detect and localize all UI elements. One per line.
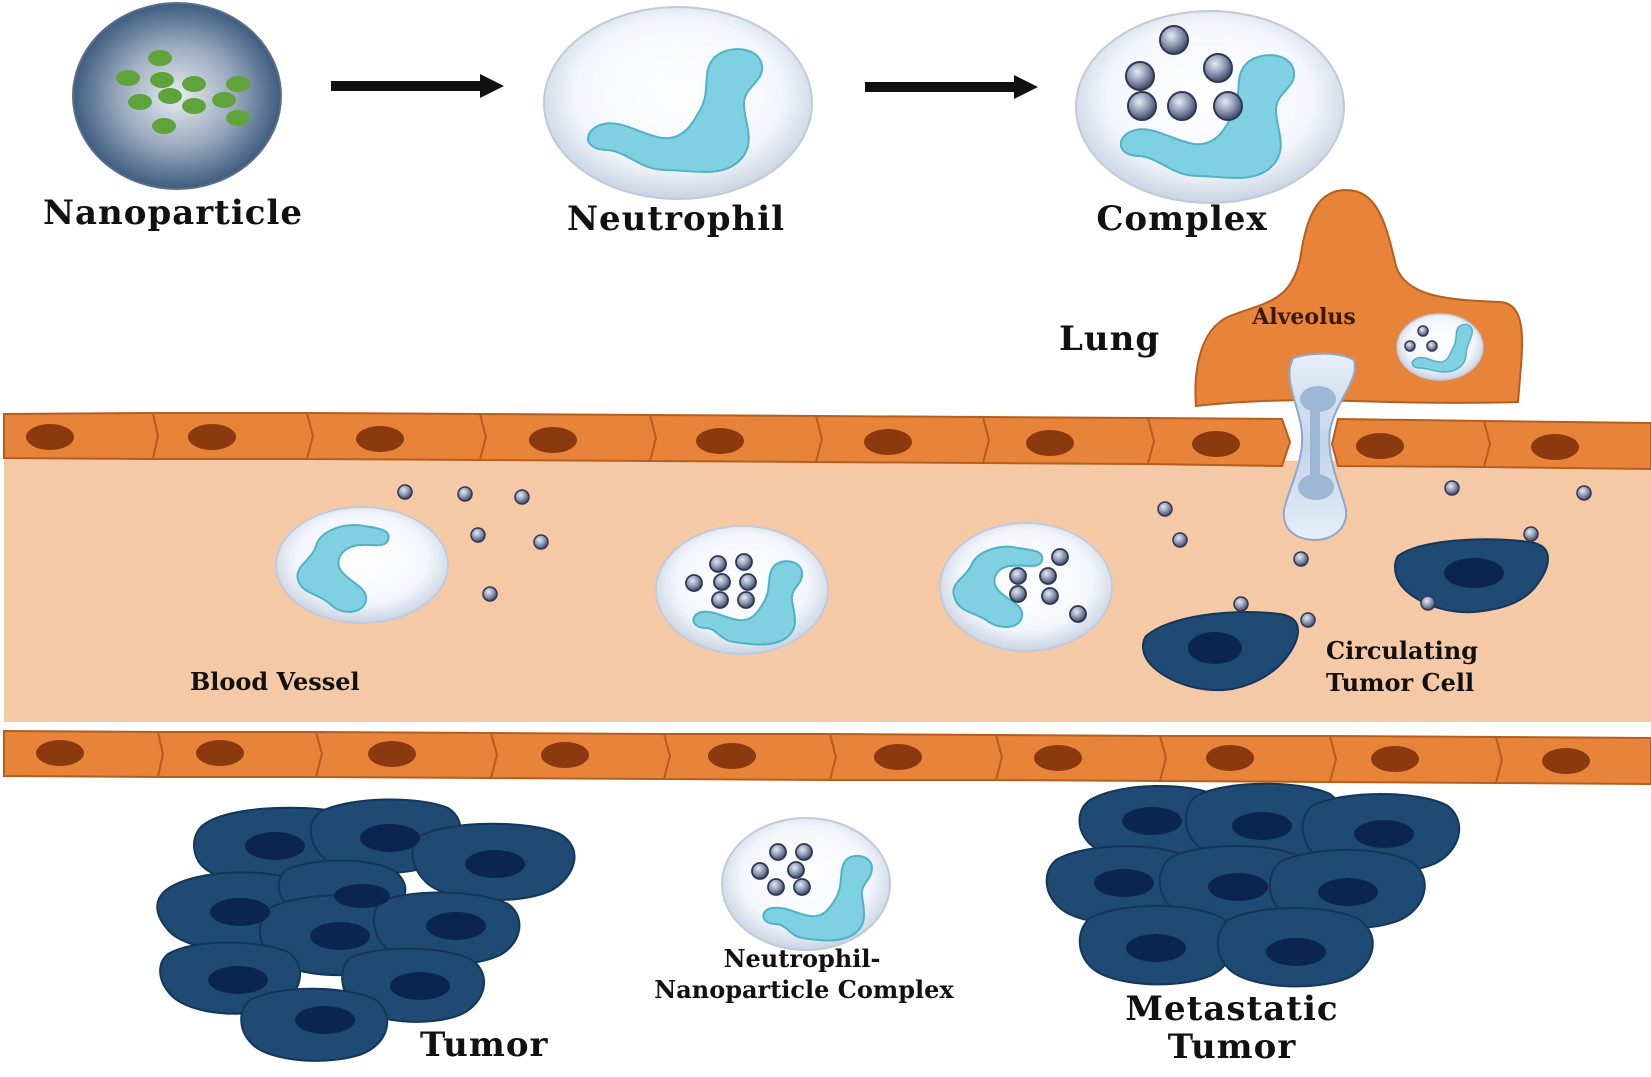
circulating-tumor-cell-1 — [1142, 596, 1316, 692]
label-circulating-line2: Tumor Cell — [1326, 668, 1475, 697]
label-metastatic-line2: Tumor — [1167, 1027, 1297, 1067]
neutrophil-cell — [543, 6, 813, 200]
label-alveolus: Alveolus — [1252, 304, 1356, 330]
complex-cell — [1075, 10, 1345, 204]
label-neutrophil: Neutrophil — [566, 199, 786, 239]
label-complex: Complex — [1096, 199, 1268, 239]
label-lung: Lung — [1059, 319, 1161, 359]
alveolus — [1194, 188, 1524, 408]
lumen-neutrophil — [275, 506, 449, 624]
label-nanoparticle: Nanoparticle — [42, 193, 304, 233]
arrow-1 — [331, 74, 504, 98]
tumor-nuclei — [208, 824, 525, 1034]
arrow-2 — [865, 75, 1038, 99]
label-circulating-line1: Circulating — [1326, 636, 1479, 665]
vessel-wall-bottom-nuclei — [36, 740, 1590, 774]
vessel-wall-top — [3, 411, 1651, 471]
label-nn-complex-line2: Nanoparticle Complex — [654, 975, 954, 1004]
metastatic-tumor-nuclei — [1094, 807, 1414, 966]
lumen-complex-1 — [655, 525, 829, 655]
vessel-wall-top-nuclei — [26, 424, 1579, 460]
legend-complex-cell — [721, 817, 891, 951]
label-blood-vessel: Blood Vessel — [190, 667, 360, 696]
circulating-tumor-cell-2 — [1394, 526, 1549, 614]
label-tumor: Tumor — [420, 1025, 549, 1065]
label-nn-complex-line1: Neutrophil- — [723, 944, 881, 973]
nanoparticle — [72, 2, 282, 190]
transmigrating-cell — [1282, 352, 1356, 542]
lumen-complex-2 — [939, 522, 1113, 652]
label-metastatic-line1: Metastatic — [1125, 989, 1339, 1029]
